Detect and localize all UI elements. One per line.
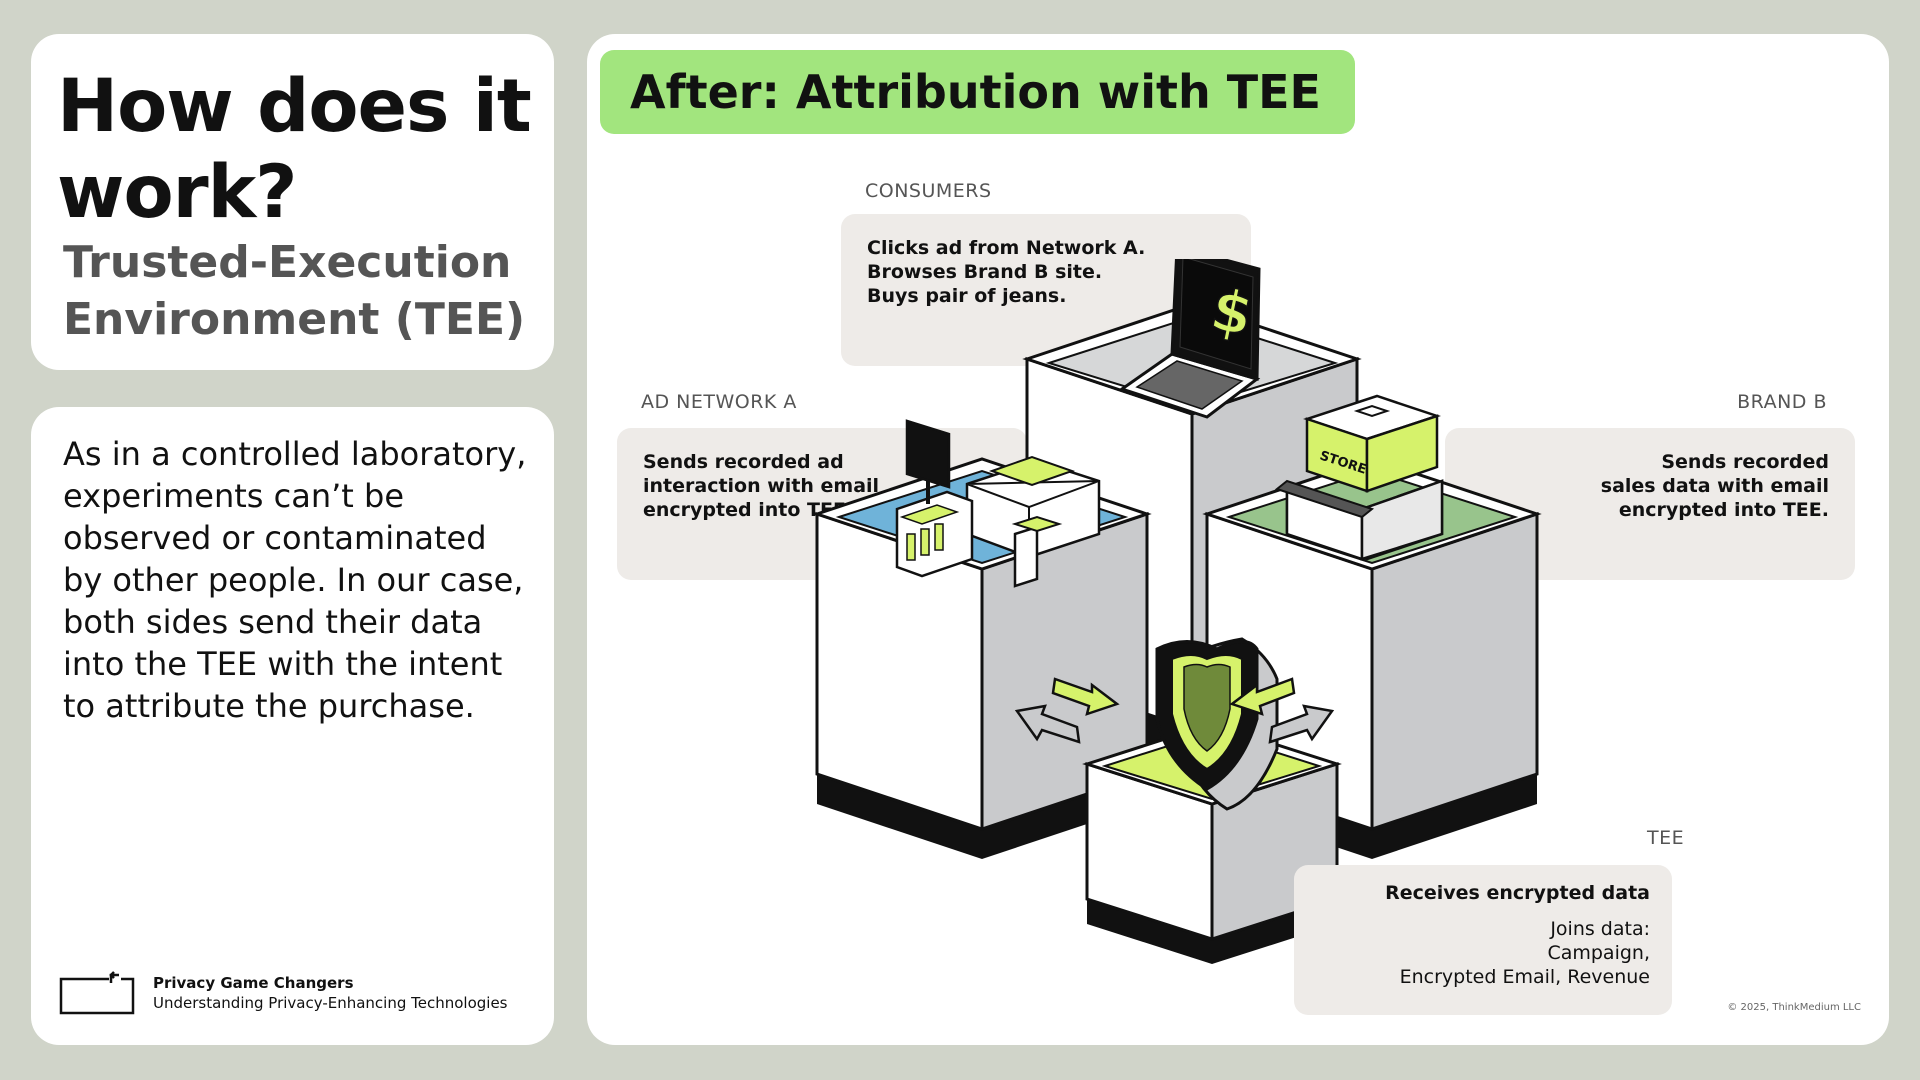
tee-infobox: Receives encrypted data Joins data: Camp… bbox=[1294, 865, 1672, 1015]
laptop-icon: $ bbox=[1118, 259, 1261, 419]
tee-label: TEE bbox=[1647, 827, 1685, 849]
brand-footer: Privacy Game Changers Understanding Priv… bbox=[59, 971, 508, 1015]
consumers-line: Clicks ad from Network A. bbox=[867, 237, 1146, 259]
ad-network-line: encrypted into TEE. bbox=[643, 499, 854, 521]
brand-logo-icon bbox=[59, 971, 135, 1015]
tee-line: Joins data: bbox=[1550, 918, 1650, 940]
diagram-header: After: Attribution with TEE bbox=[600, 50, 1355, 134]
tee-line: Campaign, bbox=[1547, 942, 1650, 964]
tee-diagram-illustration: $ bbox=[812, 259, 1542, 964]
brand-b-line: Sends recorded bbox=[1661, 451, 1829, 473]
brand-b-pedestal bbox=[1202, 457, 1542, 859]
description-text: As in a controlled laboratory, experimen… bbox=[63, 435, 527, 725]
ad-network-line: interaction with email bbox=[643, 475, 880, 497]
tee-line: Encrypted Email, Revenue bbox=[1399, 966, 1650, 988]
store-building-icon: STORE bbox=[1274, 394, 1444, 561]
brand-b-infobox: Sends recorded sales data with email enc… bbox=[1445, 428, 1855, 580]
arrow-from-brand-b-icon bbox=[1229, 677, 1335, 744]
title-card: How does it work? Trusted-Execution Envi… bbox=[31, 34, 554, 370]
page-subtitle: Trusted-Execution Environment (TEE) bbox=[63, 237, 526, 345]
brand-tagline: Understanding Privacy-Enhancing Technolo… bbox=[153, 994, 508, 1012]
brand-b-line: encrypted into TEE. bbox=[1618, 499, 1829, 521]
tee-heading: Receives encrypted data bbox=[1385, 882, 1650, 904]
brand-name: Privacy Game Changers bbox=[153, 974, 354, 992]
copyright-text: © 2025, ThinkMedium LLC bbox=[1727, 1002, 1861, 1013]
diagram-card: After: Attribution with TEE CONSUMERS Cl… bbox=[587, 34, 1889, 1045]
brand-text: Privacy Game Changers Understanding Priv… bbox=[153, 973, 508, 1013]
arrow-from-ad-network-icon bbox=[1014, 677, 1120, 744]
consumers-label: CONSUMERS bbox=[865, 180, 992, 202]
consumers-line: Buys pair of jeans. bbox=[867, 285, 1067, 307]
brand-b-line: sales data with email bbox=[1600, 475, 1829, 497]
consumers-line: Browses Brand B site. bbox=[867, 261, 1103, 283]
ad-network-label: AD NETWORK A bbox=[641, 391, 797, 413]
ad-network-line: Sends recorded ad bbox=[643, 451, 844, 473]
page-title: How does it work? bbox=[57, 64, 532, 235]
brand-b-label: BRAND B bbox=[1737, 391, 1827, 413]
lab-equipment-icon bbox=[895, 419, 1101, 588]
description-card: As in a controlled laboratory, experimen… bbox=[31, 407, 554, 1045]
shield-icon bbox=[1155, 637, 1279, 811]
